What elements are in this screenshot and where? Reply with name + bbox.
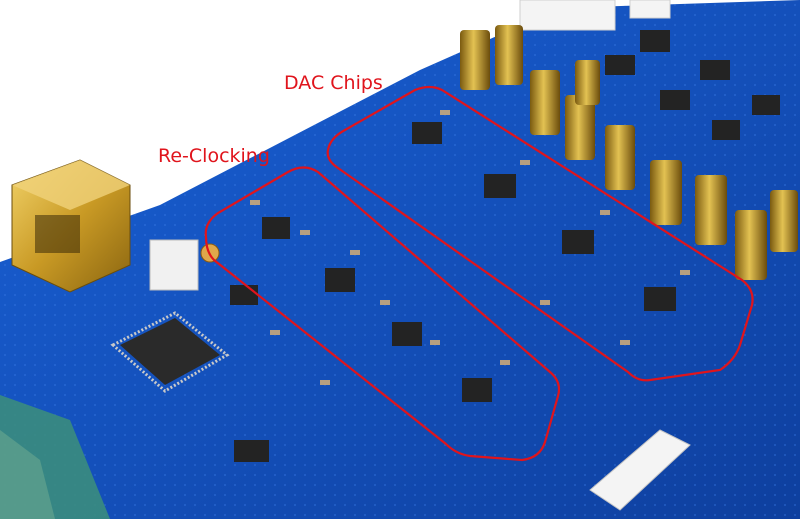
re-clocking-outline xyxy=(204,166,561,462)
qfp-chip xyxy=(110,311,230,393)
header-connector xyxy=(149,239,199,291)
re-clocking-label: Re-Clocking xyxy=(158,145,270,167)
dac-chips-outline xyxy=(326,85,754,382)
capacitor xyxy=(460,25,798,280)
dac-chips-label: DAC Chips xyxy=(284,72,383,94)
usb-b-connector xyxy=(11,159,131,293)
